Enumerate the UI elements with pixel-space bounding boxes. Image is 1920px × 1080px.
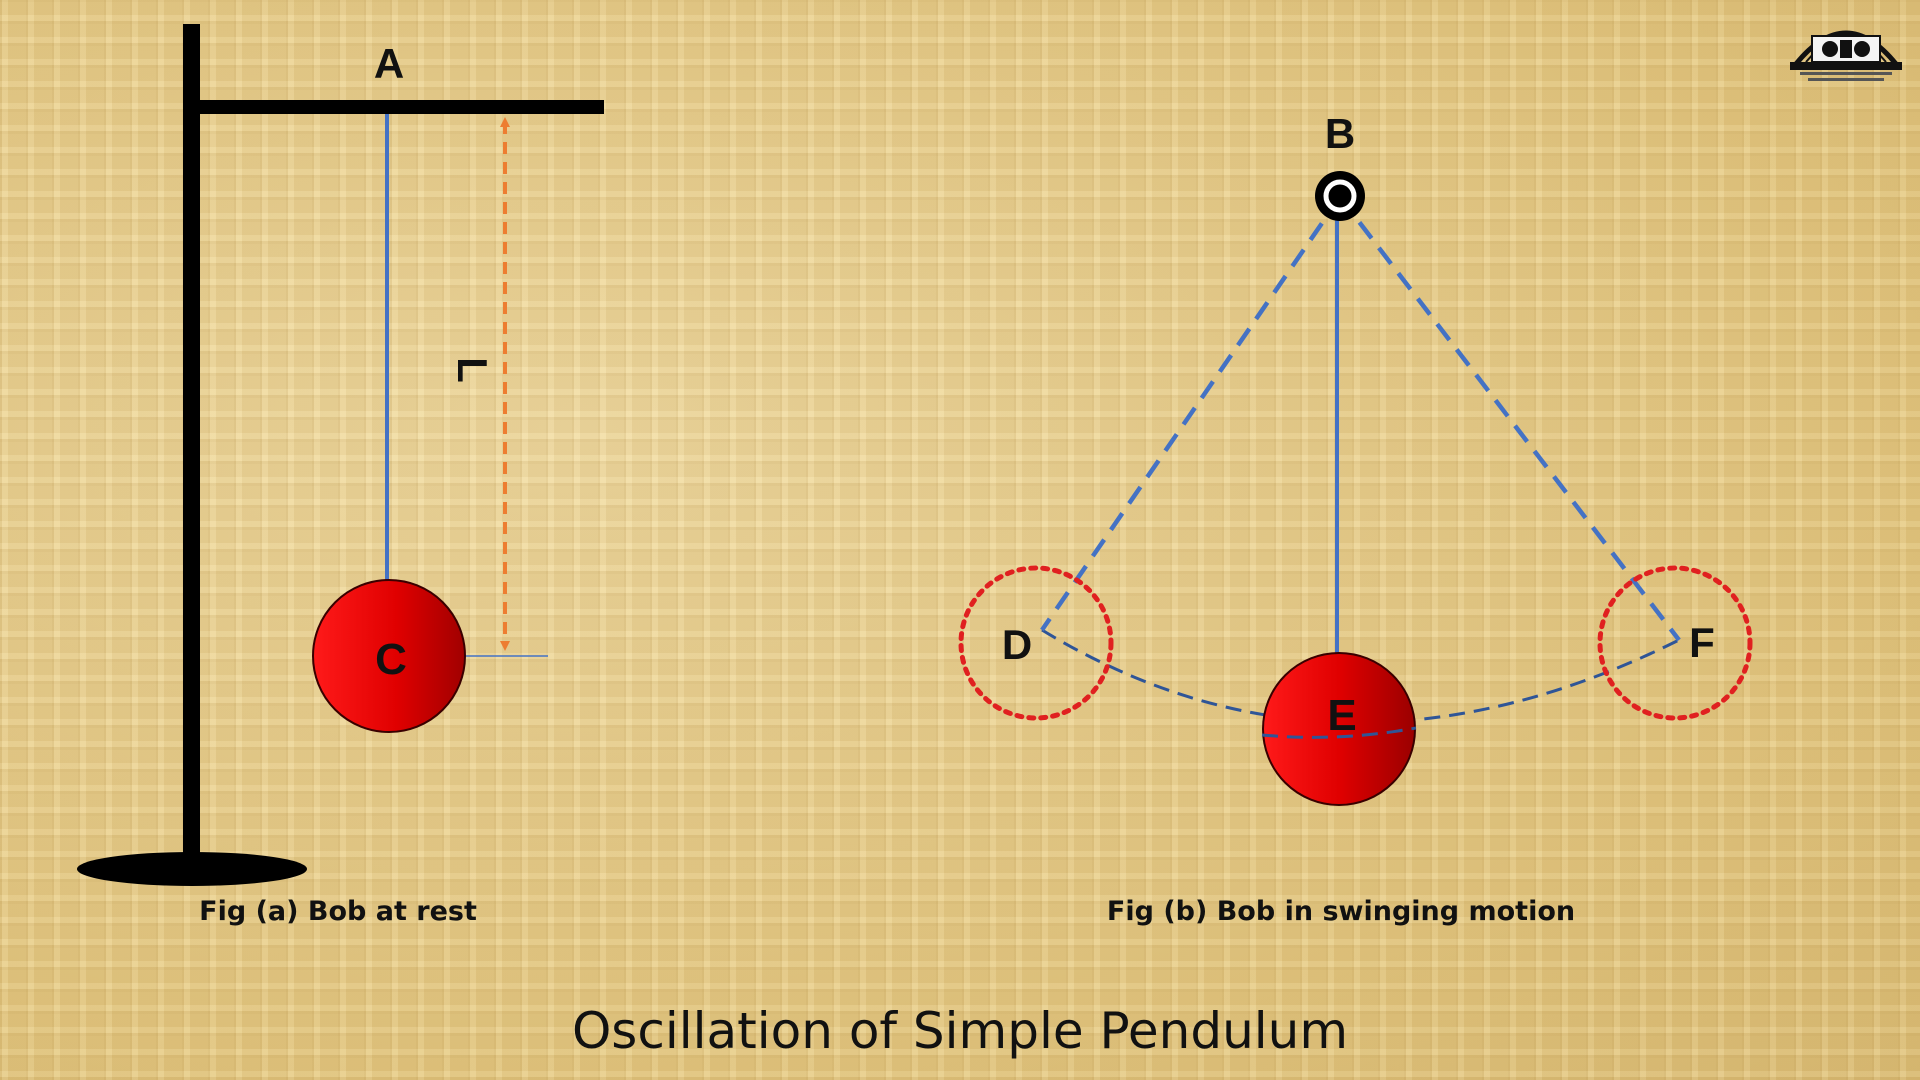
institute-logo-icon: [1790, 30, 1902, 81]
pivot-b-ring: [1323, 179, 1357, 213]
stand-pole: [183, 24, 200, 870]
fig-b-caption: Fig (b) Bob in swinging motion: [1106, 896, 1576, 927]
string-to-d: [1040, 195, 1342, 632]
label-d: D: [1002, 621, 1032, 668]
extreme-circle-d: [958, 565, 1114, 721]
page-title: Oscillation of Simple Pendulum: [571, 1002, 1349, 1060]
fig-b: B D E F: [958, 110, 1753, 806]
fig-a-caption: Fig (a) Bob at rest: [199, 896, 477, 927]
label-a: A: [374, 40, 404, 87]
swing-path: [1041, 628, 1680, 725]
label-c: C: [375, 635, 407, 684]
string-to-f: [1338, 195, 1681, 642]
stand-arm: [183, 100, 604, 114]
swing-path-over-bob: [1261, 726, 1417, 739]
label-e: E: [1327, 691, 1356, 740]
extreme-circle-f: [1597, 565, 1753, 721]
bob-c: [312, 579, 466, 733]
label-b: B: [1325, 110, 1355, 157]
label-length: L: [449, 357, 496, 383]
fig-a: A C L: [77, 24, 604, 886]
label-f: F: [1689, 619, 1715, 666]
pivot-b: [1315, 171, 1365, 221]
